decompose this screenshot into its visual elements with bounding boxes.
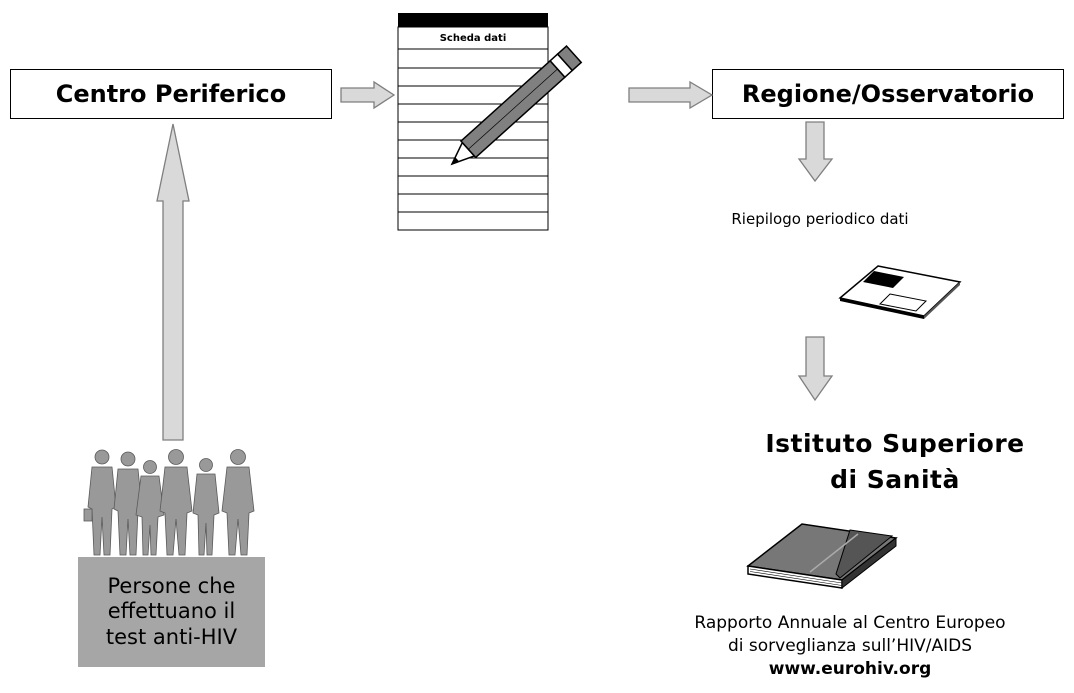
riepilogo-label: Riepilogo periodico dati — [731, 210, 909, 228]
rapporto-line-1: Rapporto Annuale al Centro Europeo — [694, 613, 1006, 633]
scheda-dati-form: Scheda dati — [397, 13, 549, 231]
floppy-disk-icon — [838, 265, 962, 319]
persone-test-label: Persone che effettuano il test anti-HIV — [78, 557, 265, 667]
iss-line-1: Istituto Superiore — [765, 429, 1025, 458]
arrow-scheda-to-regione — [628, 80, 714, 110]
regione-osservatorio-label: Regione/Osservatorio — [741, 80, 1035, 108]
scheda-dati-title: Scheda dati — [439, 33, 507, 44]
rapporto-line-2: di sorveglianza sull’HIV/AIDS — [727, 635, 973, 656]
arrow-centro-to-scheda — [340, 80, 396, 110]
persone-line-1: Persone che — [107, 574, 236, 599]
eurohiv-url: www.eurohiv.org — [768, 658, 932, 679]
rapporto-annuale-text: Rapporto Annuale al Centro Europeo di so… — [640, 612, 1060, 681]
centro-periferico-box: Centro Periferico — [10, 69, 332, 119]
istituto-superiore-sanita-title: Istituto Superiore di Sanità — [760, 426, 1030, 499]
pencil-icon — [450, 45, 583, 166]
arrow-floppy-to-iss — [797, 336, 834, 402]
people-silhouette-icon — [83, 449, 255, 556]
arrow-regione-to-riepilogo — [797, 121, 834, 183]
regione-osservatorio-box: Regione/Osservatorio — [712, 69, 1064, 119]
book-icon — [746, 523, 898, 590]
form-lines — [397, 13, 549, 231]
persone-line-2: effettuano il — [107, 599, 236, 624]
arrow-persone-to-centro — [156, 123, 190, 441]
persone-line-3: test anti-HIV — [105, 624, 238, 649]
iss-line-2: di Sanità — [830, 465, 960, 495]
centro-periferico-label: Centro Periferico — [55, 80, 287, 108]
